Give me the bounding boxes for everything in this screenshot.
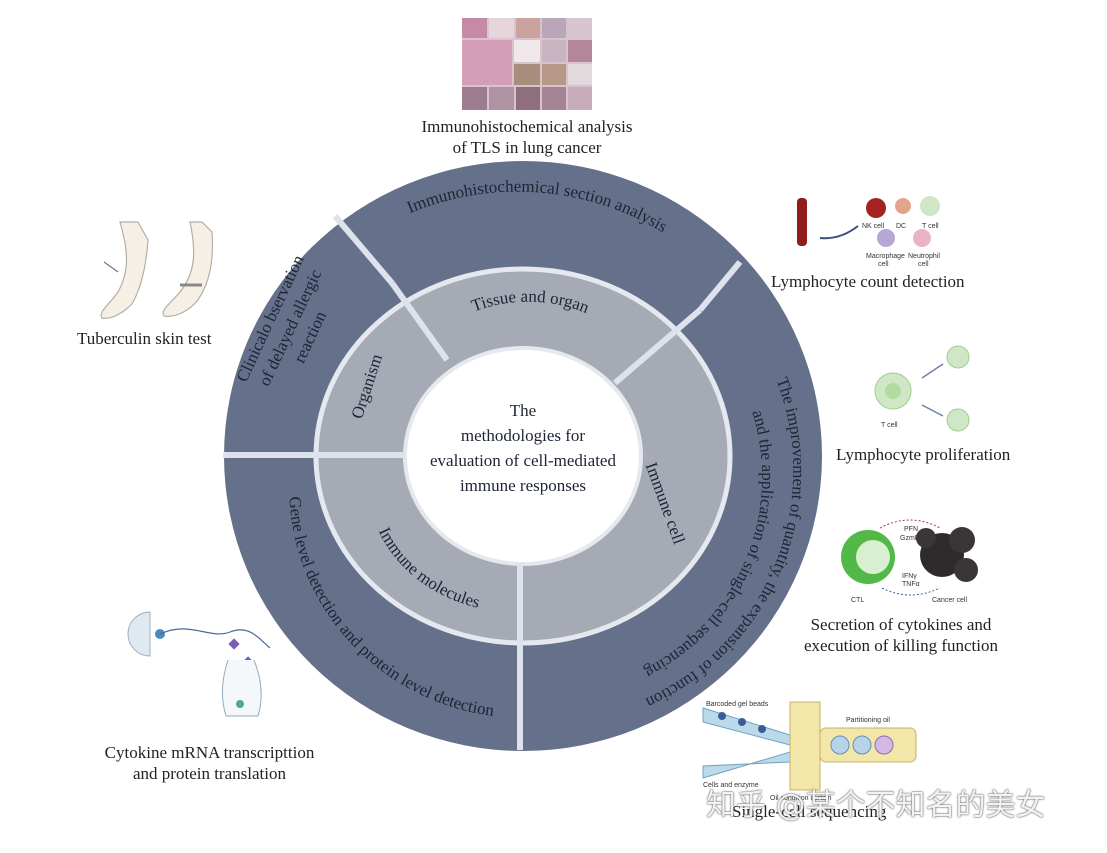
svg-text:Neutrophil: Neutrophil [908,253,940,260]
caption-ihc-line2: of TLS in lung cancer [452,138,602,157]
caption-lymphocyte-count: Lymphocyte count detection [771,272,965,291]
watermark: 知乎 @某个不知名的美女 [706,788,1046,823]
svg-text:methodologies for: methodologies for [461,426,586,445]
svg-text:PFN: PFN [904,526,918,533]
svg-text:IFNγ: IFNγ [902,573,917,580]
caption-secretion-line1: Secretion of cytokines and [810,615,992,634]
svg-text:evaluation of cell-mediated: evaluation of cell-mediated [430,451,616,470]
svg-text:Cells and enzyme: Cells and enzyme [703,782,759,789]
cytokine-mrna-illustration [127,611,271,717]
svg-text:Oil condition curtain: Oil condition curtain [770,795,832,802]
single-cell-sequencing-illustration: Barcoded gel beads Partitioning oil Cell… [702,701,917,802]
caption-cytokine: Cytokine mRNA transcripttion and protein… [97,742,322,784]
svg-text:immune responses: immune responses [460,476,586,495]
tuberculin-arms-illustration [100,221,214,319]
lymphocyte-proliferation-illustration: T cell [874,345,970,432]
caption-ihc-line1: Immunohistochemical analysis [421,117,633,136]
svg-text:DC: DC [896,223,906,230]
svg-text:Cancer cell: Cancer cell [932,597,967,604]
svg-text:Partitioning oil: Partitioning oil [846,717,890,724]
svg-text:T cell: T cell [922,223,939,230]
caption-secretion-line2: execution of killing function [803,636,999,655]
svg-text:GzmB: GzmB [900,535,920,542]
caption-cytokine-line1: Cytokine mRNA transcripttion [104,743,315,762]
caption-tuberculin: Tuberculin skin test [77,329,212,348]
caption-lymphocyte-proliferation: Lymphocyte proliferation [836,445,1011,464]
svg-text:NK cell: NK cell [862,223,885,230]
ring-dividers [223,214,743,750]
ctl-killing-illustration: PFN GzmB IFNγ TNFα CTL Cancer cell [841,519,978,604]
svg-text:cell: cell [878,261,889,268]
ihc-image-grid [462,18,592,110]
caption-ihc: Immunohistochemical analysis of TLS in l… [402,116,652,158]
svg-text:Barcoded gel beads: Barcoded gel beads [706,701,769,708]
svg-text:cell: cell [918,261,929,268]
caption-single-cell: Single-cell sequencing [732,802,887,821]
center-title: The methodologies for evaluation of cell… [430,401,616,495]
svg-text:T cell: T cell [881,422,898,429]
svg-text:Macrophage: Macrophage [866,253,905,260]
svg-text:TNFα: TNFα [902,581,920,588]
caption-cytokine-line2: and protein translation [133,764,286,783]
svg-text:The: The [510,401,536,420]
svg-text:CTL: CTL [851,597,864,604]
lymphocyte-count-illustration: NK cell DC T cell Macrophage cell Neutro… [797,196,940,268]
caption-secretion: Secretion of cytokines and execution of … [795,614,1007,656]
